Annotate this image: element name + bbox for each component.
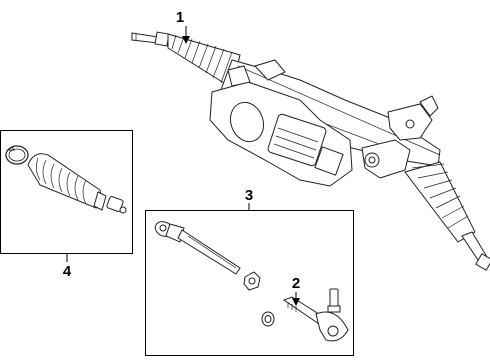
- callout-2-label: 2: [292, 275, 300, 292]
- rack-left-tie-rod: [131, 31, 170, 47]
- callout-3: 3: [245, 187, 253, 210]
- jam-nut: [243, 271, 261, 291]
- washer: [261, 311, 275, 327]
- outer-tie-rod-end: [282, 288, 349, 342]
- callout-2: 2: [292, 275, 300, 306]
- rack-motor-unit: [209, 59, 353, 187]
- rack-right-mount: [361, 95, 439, 179]
- inner-tie-rod: [154, 221, 241, 275]
- callout-1: 1: [176, 9, 190, 44]
- callout-4-label: 4: [63, 263, 72, 280]
- small-clamp: [106, 196, 127, 214]
- boot-kit: [5, 145, 127, 214]
- rack-right-boot: [404, 161, 476, 243]
- callout-3-label: 3: [245, 187, 253, 204]
- part-3-group-box: [145, 210, 354, 356]
- steering-rack-assembly: [131, 31, 490, 271]
- bellows-boot: [27, 153, 107, 211]
- boot-clamp: [5, 145, 29, 165]
- callout-1-label: 1: [176, 9, 184, 26]
- rack-right-tie-rod: [461, 231, 490, 271]
- callout-4: 4: [63, 263, 72, 280]
